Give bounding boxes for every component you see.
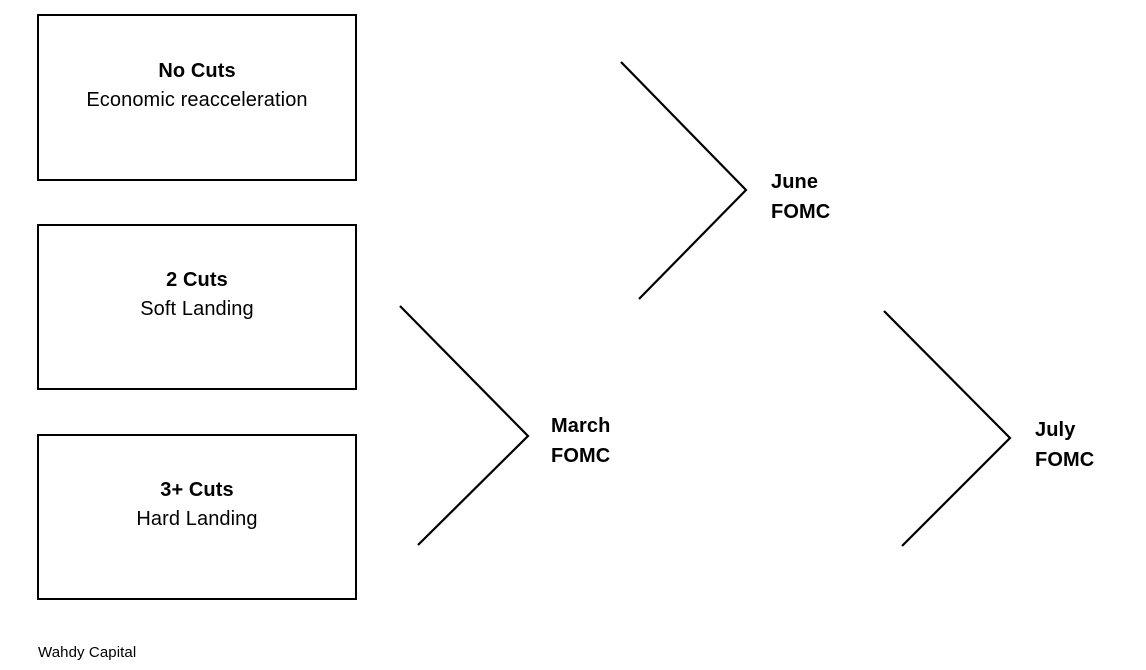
scenario-title: 2 Cuts [166, 269, 228, 291]
footer-credit: Wahdy Capital [38, 644, 137, 661]
node-label-line-2: FOMC [1035, 448, 1095, 471]
node-label-march-fomc[interactable]: March FOMC [551, 412, 610, 471]
scenario-box-three-plus-cuts[interactable]: 3+ Cuts Hard Landing [37, 434, 357, 600]
scenario-box-two-cuts[interactable]: 2 Cuts Soft Landing [37, 224, 357, 390]
node-label-line-1: June [771, 171, 819, 193]
scenario-subtitle: Economic reacceleration [86, 88, 308, 111]
node-label-line-2: FOMC [771, 200, 831, 223]
scenario-subtitle: Soft Landing [140, 298, 254, 320]
node-label-line-1: July [1035, 419, 1076, 441]
scenario-title: 3+ Cuts [160, 479, 234, 501]
scenario-subtitle: Hard Landing [136, 508, 258, 530]
scenario-title: No Cuts [158, 59, 236, 82]
node-label-july-fomc[interactable]: July FOMC [1035, 416, 1094, 475]
march-chevron-path [399, 305, 530, 546]
july-chevron-path [883, 310, 1012, 547]
june-chevron-path [620, 61, 748, 300]
node-label-june-fomc[interactable]: June FOMC [771, 168, 830, 227]
node-label-line-1: March [551, 415, 611, 437]
node-label-line-2: FOMC [551, 444, 611, 467]
scenario-box-no-cuts[interactable]: No Cuts Economic reacceleration [37, 14, 357, 181]
